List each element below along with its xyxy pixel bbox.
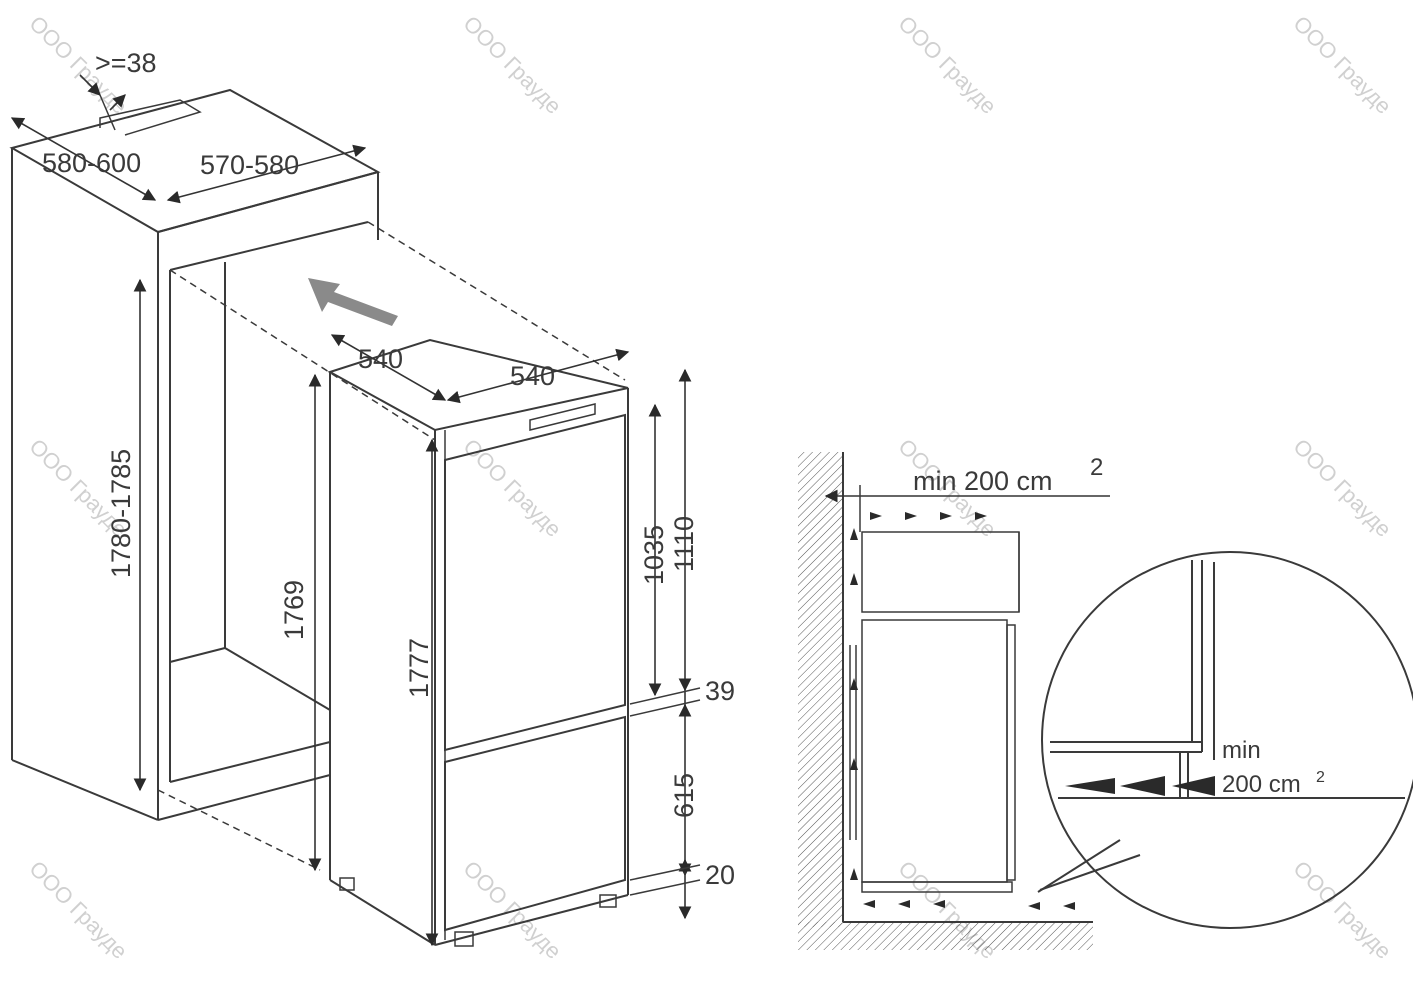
airflow-arrows bbox=[850, 512, 1075, 910]
watermark: ООО Грауде bbox=[1288, 856, 1396, 964]
dim-min-gap: >=38 bbox=[95, 48, 157, 78]
dim-front-height: 1777 bbox=[404, 638, 434, 698]
vent-detail-sup: 2 bbox=[1316, 769, 1325, 786]
niche-cabinet bbox=[9, 88, 381, 821]
dim-appliance-width: 540 bbox=[510, 361, 555, 391]
watermark: ООО Грауде bbox=[458, 434, 566, 542]
vent-top-label: min 200 cm bbox=[913, 466, 1053, 496]
vent-top-sup: 2 bbox=[1090, 454, 1103, 481]
dim-gap: 39 bbox=[705, 676, 735, 706]
refrigerator bbox=[327, 338, 629, 947]
dim-side-height: 1769 bbox=[279, 580, 309, 640]
niche-dimensions: >=38 580-600 570-580 1780-1785 bbox=[10, 48, 367, 792]
dim-appliance-depth: 540 bbox=[358, 344, 403, 374]
dim-niche-width: 570-580 bbox=[200, 150, 299, 180]
dim-lower-door: 615 bbox=[669, 773, 699, 818]
dim-upper-door-outer: 1110 bbox=[669, 516, 699, 572]
dim-bottom: 20 bbox=[705, 860, 735, 890]
watermark: ООО Грауде bbox=[458, 856, 566, 964]
watermark: ООО Грауде bbox=[458, 11, 566, 119]
appliance-dimensions: 540 540 1769 1777 1035 1110 39 615 20 bbox=[279, 334, 735, 947]
watermark: ООО Грауде bbox=[1288, 434, 1396, 542]
watermark: ООО Грауде bbox=[24, 856, 132, 964]
ventilation-diagram: min 200 cm 2 bbox=[798, 452, 1413, 950]
watermark: ООО Грауде bbox=[1288, 11, 1396, 119]
dim-niche-height: 1780-1785 bbox=[106, 449, 136, 578]
vent-detail-label-2: 200 cm bbox=[1222, 771, 1301, 798]
dim-niche-depth: 580-600 bbox=[42, 148, 141, 178]
insert-direction-arrow bbox=[308, 278, 398, 326]
vent-detail-label-1: min bbox=[1222, 737, 1261, 764]
watermark: ООО Грауде bbox=[893, 11, 1001, 119]
dim-upper-door-inner: 1035 bbox=[639, 525, 669, 585]
